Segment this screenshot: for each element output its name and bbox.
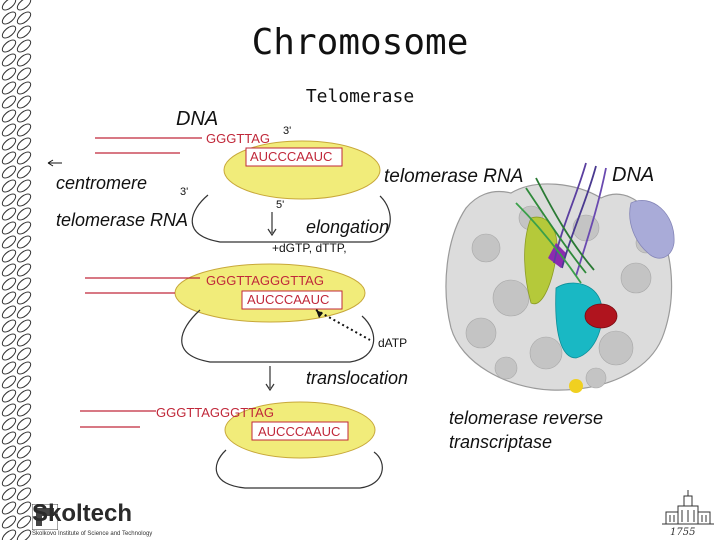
dna-purple-segment: [548, 243, 566, 268]
nucleic-acid-strands: [515, 162, 607, 284]
yellow-residue: [569, 379, 583, 393]
rt-label-line2: transcriptase: [449, 432, 553, 452]
active-site-cyan: [555, 282, 603, 359]
strand-seq-1: GGGTTAG: [206, 131, 271, 146]
telomerase-rna-label-left: telomerase RNA: [56, 210, 189, 230]
skoltech-logo: Skoltech Skolkovo Institute of Science a…: [32, 500, 152, 540]
rna-template-box-1: [245, 147, 343, 167]
dna-surface-region: [629, 200, 675, 259]
dna-label: DNA: [176, 108, 219, 130]
elongation-label: elongation: [306, 217, 390, 237]
structure-dna-label: DNA: [612, 164, 655, 186]
telomerase-rna-label-right: telomerase RNA: [384, 166, 524, 187]
strand-seq-3: GGGTTAGGGTTAG: [156, 405, 274, 420]
skoltech-wordmark: Skoltech: [32, 500, 133, 527]
rna-loop-3: [215, 449, 383, 489]
msu-year: 1755: [670, 527, 696, 538]
slide-title: Chromosome: [251, 22, 469, 63]
telomerase-structure-image: [436, 158, 684, 408]
template-seq-2: AUCCCAAUC: [247, 292, 330, 307]
strand-seq-2: GGGTTAGGGTTAG: [206, 273, 324, 288]
translocation-label: translocation: [306, 368, 409, 388]
rt-label-line1: telomerase reverse: [449, 408, 604, 428]
msu-building-icon: [662, 490, 714, 525]
five-prime: 5': [276, 199, 285, 211]
datp-dotted-arrow: [315, 309, 371, 341]
skoltech-tagline: Skolkovo Institute of Science and Techno…: [32, 531, 153, 537]
decorative-border: [1, 0, 32, 540]
rna-loop-1: [191, 194, 391, 243]
rna-template-box-2: [241, 290, 343, 310]
centromere-label: centromere: [56, 173, 148, 193]
msu-logo: 1755: [658, 490, 718, 538]
template-seq-1: AUCCCAAUC: [250, 149, 333, 164]
skoltech-emblem-icon: [32, 504, 58, 530]
slide-subtitle: Telomerase: [305, 86, 415, 107]
telomerase-mechanism-diagram: [47, 137, 391, 489]
three-prime-bottom: 3': [180, 186, 189, 198]
active-site-red: [584, 303, 618, 329]
three-prime-top: 3': [283, 125, 292, 137]
rna-template-box-3: [251, 421, 349, 441]
datp-label: dATP: [378, 336, 408, 350]
template-seq-3: AUCCCAAUC: [258, 424, 341, 439]
nucleotides-label: +dGTP, dTTP,: [272, 241, 347, 255]
rna-loop-2: [181, 309, 375, 363]
